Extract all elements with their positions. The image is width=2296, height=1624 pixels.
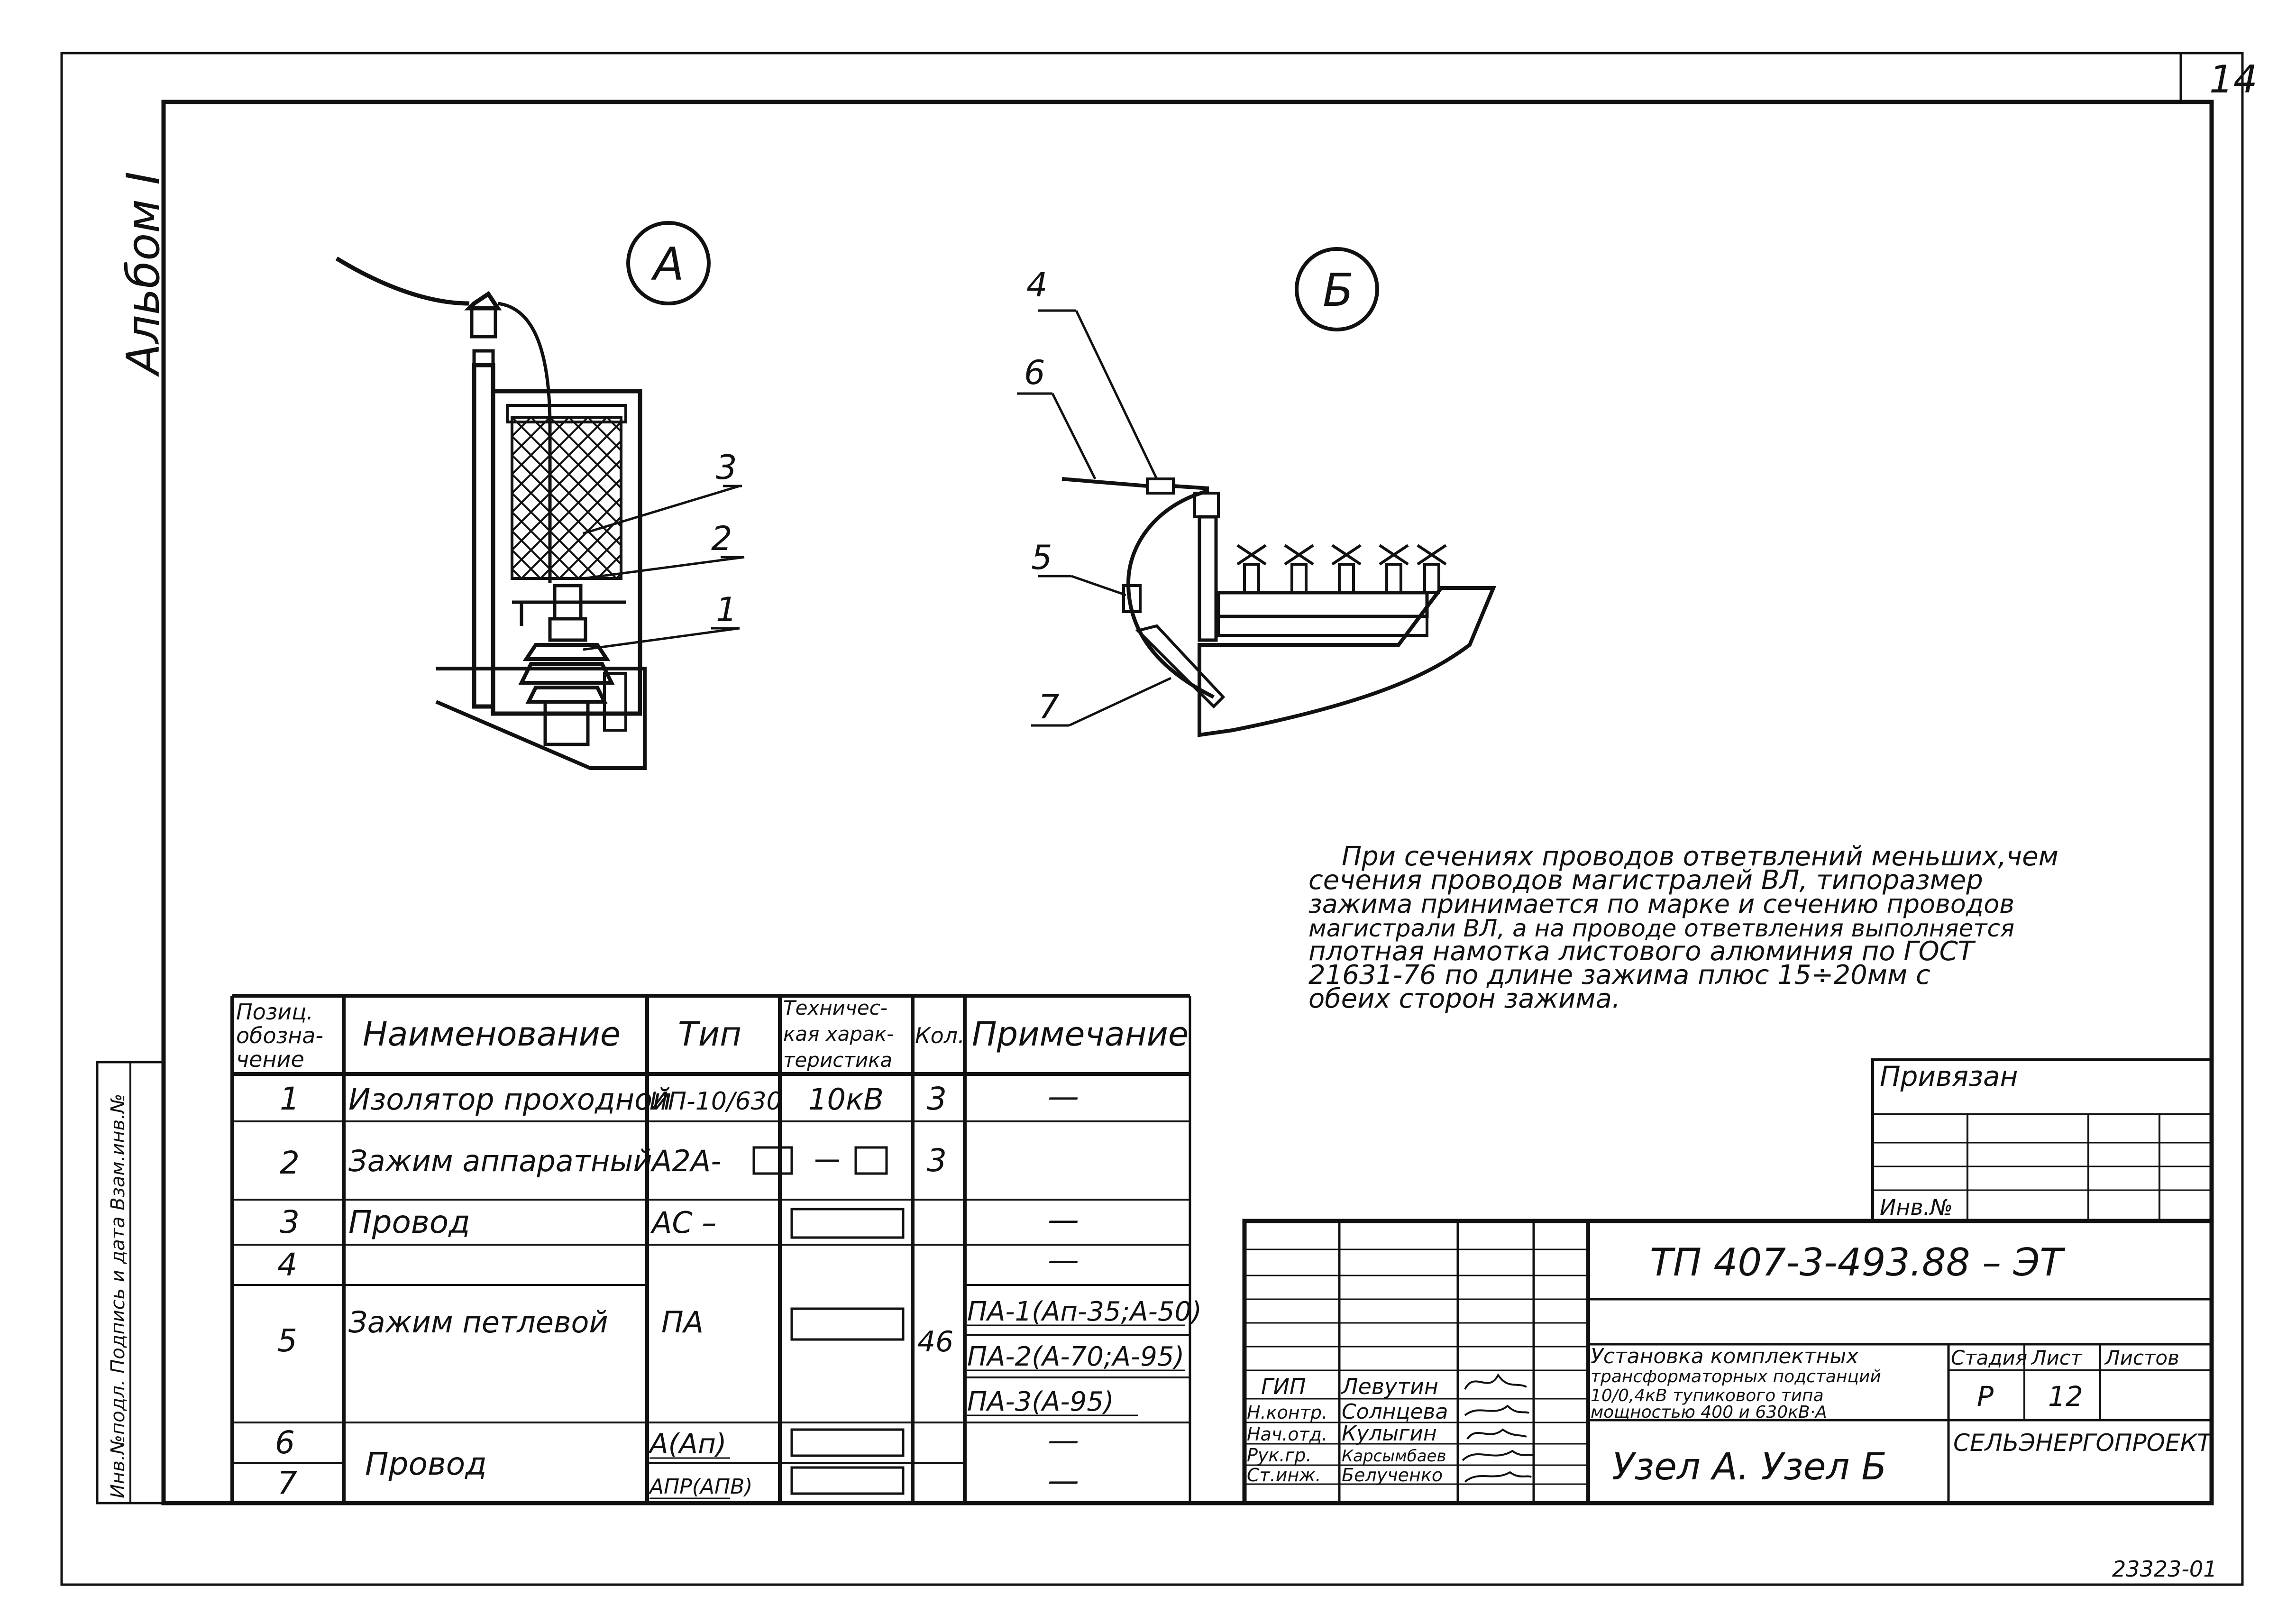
copy-number: 23323-01	[2112, 1556, 2217, 1582]
title-block: ГИП Левутин Н.контр. Солнцева Нач.отд. К…	[1242, 1219, 2214, 1505]
row-name: Изолятор проходной	[348, 1082, 671, 1117]
description-line: трансформаторных подстанций	[1591, 1367, 1881, 1386]
view-a-circle	[626, 221, 711, 305]
inner-frame	[161, 100, 2214, 1505]
row-pos: 2	[280, 1145, 300, 1181]
note-line: зажима принимается по марке и сечению пр…	[1308, 889, 2014, 919]
row-note: —	[1048, 1422, 1079, 1459]
page-number: 14	[2209, 57, 2258, 101]
header-tech: теристика	[783, 1048, 892, 1072]
header-pos: обозна-	[236, 1023, 323, 1048]
row5-note: ПА-1(Ап-35;А-50)	[967, 1296, 1202, 1327]
callout-b-7: 7	[1038, 688, 1060, 726]
sheet-title: Узел А. Узел Б	[1612, 1446, 1887, 1488]
callout-b-5: 5	[1031, 538, 1052, 577]
staff-role: Н.контр.	[1247, 1402, 1327, 1423]
row-qty: 3	[927, 1142, 947, 1179]
sheet-value: 12	[2048, 1380, 2083, 1413]
row-name: Зажим аппаратный	[348, 1144, 652, 1178]
staff-role: ГИП	[1261, 1374, 1306, 1399]
row-type: АПР(АПВ)	[648, 1475, 752, 1499]
binding-title: Привязан	[1880, 1060, 2018, 1092]
sheet-label: Лист	[2031, 1346, 2083, 1369]
row-type: ПА	[661, 1305, 704, 1340]
inv-label: Инв.№	[1880, 1194, 1953, 1220]
view-b-drawing: Б 4	[1017, 247, 1496, 737]
row-pos: 1	[280, 1081, 300, 1117]
row-name: Провод	[365, 1446, 487, 1482]
note-line: магистрали ВЛ, а на проводе ответвления …	[1308, 915, 2014, 942]
row-qty: 3	[927, 1081, 947, 1117]
staff-role: Ст.инж.	[1247, 1465, 1321, 1486]
row-qty: 46	[917, 1325, 953, 1358]
description-line: 10/0,4кВ тупикового типа	[1591, 1386, 1824, 1405]
staff-role: Нач.отд.	[1247, 1424, 1327, 1445]
view-b-label: Б	[1323, 265, 1354, 317]
view-a-label: А	[650, 239, 684, 291]
header-note: Примечание	[972, 1015, 1189, 1054]
row-note: —	[1048, 1242, 1079, 1278]
header-name: Наименование	[363, 1015, 621, 1054]
header-qty: Кол.	[915, 1023, 965, 1048]
note-line: При сечениях проводов ответвлений меньши…	[1342, 841, 2058, 872]
staff-name: Карсымбаев	[1342, 1447, 1446, 1466]
staff-role: Рук.гр.	[1247, 1445, 1312, 1466]
row5-note: ПА-3(А-95)	[967, 1386, 1114, 1417]
row-pos: 7	[277, 1465, 297, 1501]
binding-block: Привязан Инв.№	[1871, 1058, 2213, 1222]
note-line: сечения проводов магистралей ВЛ, типораз…	[1308, 865, 1983, 896]
header-pos: Позиц.	[236, 999, 313, 1025]
row-name: Зажим петлевой	[348, 1305, 608, 1340]
callout-a-1: 1	[716, 590, 737, 629]
row-pos: 4	[277, 1247, 297, 1283]
stage-label: Стадия	[1951, 1346, 2027, 1369]
header-tech: Техничес-	[783, 996, 887, 1019]
description-line: Установка комплектных	[1591, 1344, 1859, 1368]
callout-b-4: 4	[1026, 266, 1048, 304]
view-b-circle	[1295, 247, 1379, 331]
callout-a-2: 2	[711, 519, 732, 558]
row-note: —	[1048, 1078, 1079, 1115]
note-line: 21631-76 по длине зажима плюс 15÷20мм с	[1308, 960, 1930, 991]
row-type: ИП-10/630	[649, 1087, 782, 1116]
note-line: плотная намотка листового алюминия по ГО…	[1308, 936, 1976, 967]
album-label: Альбом I	[118, 172, 170, 377]
staff-name: Кулыгин	[1342, 1422, 1437, 1446]
view-a-drawing: А 3	[335, 221, 745, 770]
side-stamp: Инв.№подл. Подпись и дата Взам.инв.№	[96, 1061, 165, 1505]
outer-frame	[60, 52, 2244, 1586]
header-pos: чение	[236, 1046, 304, 1072]
row-pos: 6	[275, 1424, 295, 1461]
note-line: обеих сторон зажима.	[1308, 983, 1620, 1014]
row-name: Провод	[348, 1204, 470, 1240]
page-number-box: 14	[2179, 53, 2258, 102]
row-type: А(Ап)	[648, 1428, 727, 1460]
row-note: —	[1048, 1462, 1079, 1499]
staff-name: Солнцева	[1342, 1400, 1448, 1424]
stage-value: Р	[1977, 1380, 1994, 1413]
row-type: А2А-	[650, 1144, 722, 1178]
description-line: мощностью 400 и 630кВ·А	[1591, 1403, 1827, 1422]
staff-name: Левутин	[1341, 1374, 1438, 1399]
header-tech: кая харак-	[783, 1022, 894, 1046]
drawing-note: При сечениях проводов ответвлений меньши…	[1308, 841, 2058, 1014]
row-tech: 10кВ	[808, 1082, 884, 1117]
side-stamp-label: Инв.№подл. Подпись и дата Взам.инв.№	[107, 1094, 129, 1498]
row-pos: 5	[277, 1322, 297, 1359]
designation: ТП 407-3-493.88 – ЭТ	[1650, 1240, 2066, 1285]
row-type: АС –	[650, 1205, 716, 1240]
signatures	[1462, 1373, 1534, 1483]
sheets-label: Листов	[2104, 1346, 2179, 1369]
callout-a-3: 3	[716, 448, 737, 487]
row-note: —	[1048, 1202, 1079, 1238]
row5-note: ПА-2(А-70;А-95)	[967, 1341, 1184, 1372]
organization: СЕЛЬЭНЕРГОПРОЕКТ	[1953, 1429, 2213, 1457]
staff-name: Белученко	[1342, 1465, 1443, 1486]
row-pos: 3	[280, 1204, 300, 1240]
header-type: Тип	[678, 1015, 741, 1054]
spec-table: Позиц. обозна- чение Наименование Тип Те…	[230, 994, 1202, 1503]
callout-b-6: 6	[1024, 353, 1045, 392]
